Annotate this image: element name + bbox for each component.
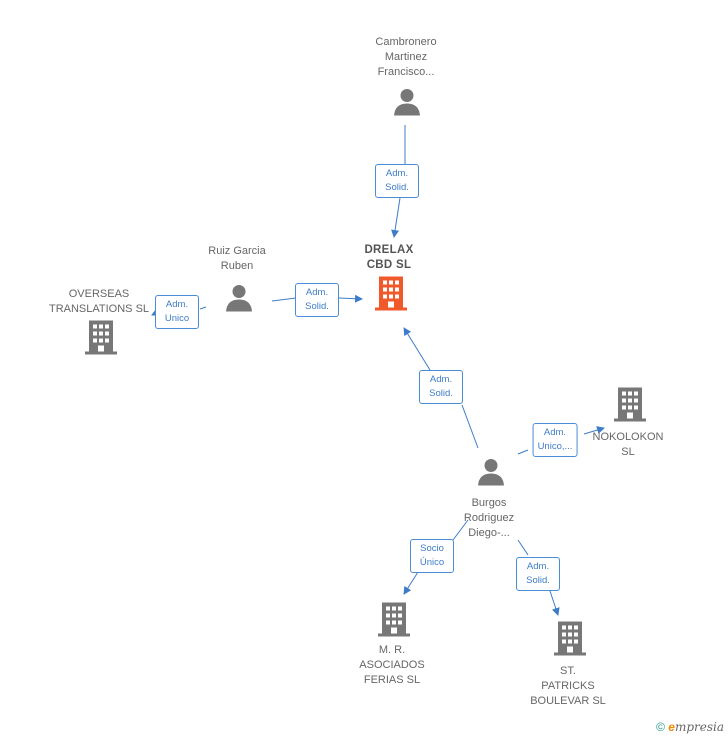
node-label-ruiz[interactable]: Ruiz Garcia Ruben (208, 245, 266, 272)
edge-label-cambronero-drelax[interactable]: Adm. Solid. (375, 164, 419, 198)
building-icon[interactable] (377, 602, 411, 643)
node-label-cambronero[interactable]: Cambronero Martinez Francisco... (375, 36, 437, 78)
edge-ruiz-drelax (271, 298, 362, 301)
edge-burgos-nokolokon (517, 428, 604, 455)
person-icon[interactable] (392, 87, 422, 122)
edge-burgos-mr (404, 519, 469, 594)
building-icon-main[interactable] (374, 276, 408, 317)
node-label-nokolokon[interactable]: NOKOLOKON SL (592, 431, 664, 458)
brand-logo-text: mpresia (674, 720, 724, 734)
person-icon[interactable] (224, 283, 254, 318)
person-icon[interactable] (476, 457, 506, 492)
node-label-st-patricks[interactable]: ST. PATRICKS BOULEVAR SL (530, 665, 606, 707)
edge-label-burgos-nokolokon[interactable]: Adm. Unico,... (532, 423, 578, 457)
node-label-drelax[interactable]: DRELAX CBD SL (364, 244, 414, 271)
edge-label-ruiz-drelax[interactable]: Adm. Solid. (295, 283, 339, 317)
building-icon[interactable] (613, 387, 647, 428)
brand-logo-e: e (668, 720, 675, 734)
edge-burgos-stpatricks (517, 539, 558, 615)
node-label-mr-asociados[interactable]: M. R. ASOCIADOS FERIAS SL (359, 644, 425, 686)
edge-label-burgos-mr[interactable]: Socio Único (410, 539, 454, 573)
node-label-overseas[interactable]: OVERSEAS TRANSLATIONS SL (48, 288, 150, 315)
edge-label-burgos-stpatricks[interactable]: Adm. Solid. (516, 557, 560, 591)
copyright-icon: © (656, 720, 665, 734)
building-icon[interactable] (84, 320, 118, 361)
edge-cambronero-drelax (394, 125, 406, 237)
footer-brand: © empresia (656, 720, 724, 734)
edge-burgos-drelax (404, 328, 479, 449)
building-icon[interactable] (553, 621, 587, 662)
edge-label-burgos-drelax[interactable]: Adm. Solid. (419, 370, 463, 404)
edge-label-ruiz-overseas[interactable]: Adm. Unico (155, 295, 199, 329)
node-label-burgos[interactable]: Burgos Rodriguez Diego-... (463, 497, 515, 539)
